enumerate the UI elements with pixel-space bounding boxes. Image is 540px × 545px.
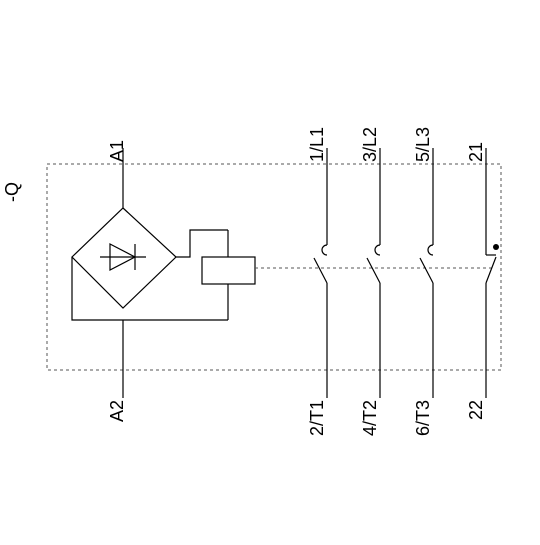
terminal-label-4-t2: 4/T2 [360, 400, 380, 436]
terminal-label-22: 22 [466, 400, 486, 420]
aux-contact-blade [485, 256, 497, 284]
main-contact-1-blade [313, 257, 328, 284]
terminal-label-1-l1: 1/L1 [307, 127, 327, 162]
terminal-label-a1: A1 [107, 140, 127, 162]
terminal-label-21: 21 [466, 142, 486, 162]
terminal-label-5-l3: 5/L3 [413, 127, 433, 162]
coil-box [201, 256, 256, 285]
main-contact-3-arc [427, 244, 434, 256]
device-tag: -Q [2, 182, 22, 202]
dc-wire-left [71, 257, 228, 321]
main-contact-2-blade [366, 257, 381, 284]
terminal-label-2-t1: 2/T1 [307, 400, 327, 436]
terminal-label-6-t3: 6/T3 [413, 400, 433, 436]
main-contact-3-blade [419, 257, 434, 284]
terminal-label-a2: A2 [107, 400, 127, 422]
aux-contact-dot [493, 244, 499, 250]
main-contact-2-arc [374, 244, 381, 256]
main-contact-1-arc [321, 244, 328, 256]
terminal-label-3-l2: 3/L2 [360, 127, 380, 162]
dc-wire-right [176, 229, 228, 258]
rectifier-bridge [71, 207, 177, 309]
